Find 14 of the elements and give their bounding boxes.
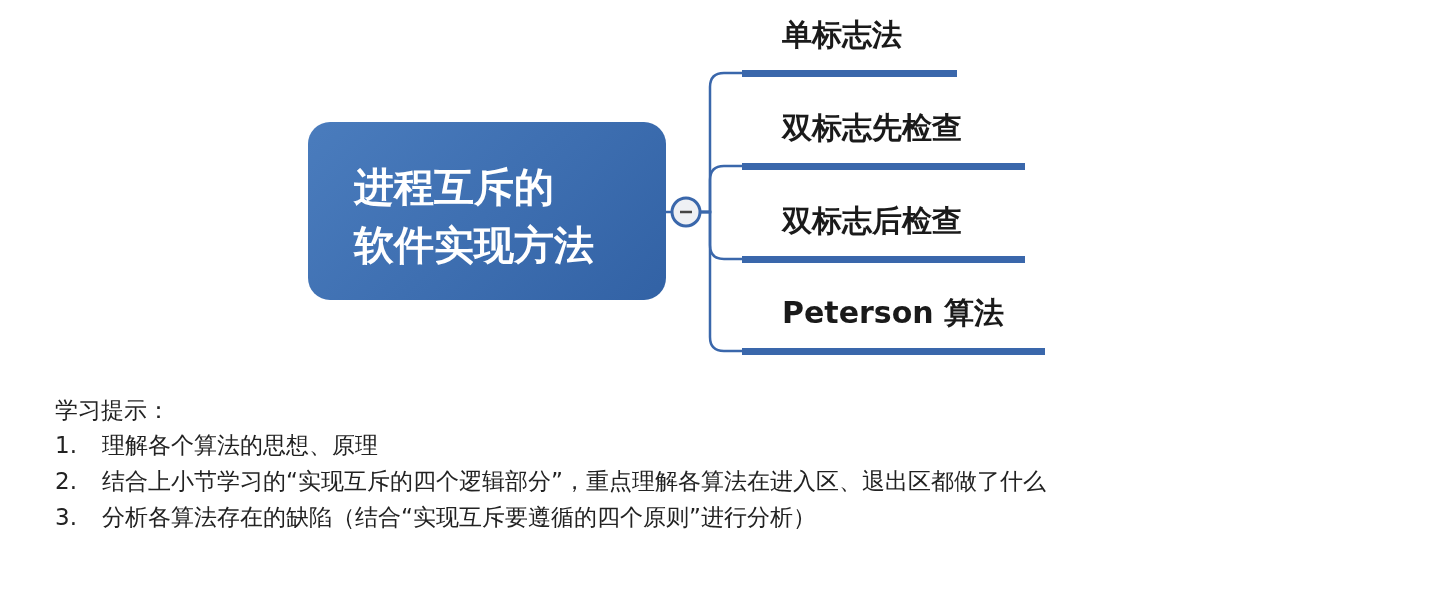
topic-text: Peterson 算法 [782,294,1005,332]
list-number: 2. [55,467,77,496]
list-number: 3. [55,503,77,532]
collapse-icon [670,196,702,228]
topic-text: 单标志法 [782,16,902,54]
tip-text: 理解各个算法的思想、原理 [102,431,378,460]
tips-heading: 学习提示： [55,396,170,425]
topic-text: 双标志先检查 [782,109,962,147]
list-number: 1. [55,431,77,460]
central-topic-box: 进程互斥的软件实现方法 [308,122,666,300]
tip-text: 分析各算法存在的缺陷（结合“实现互斥要遵循的四个原则”进行分析） [102,503,816,532]
topic-text: 双标志后检查 [782,202,962,240]
tip-text: 结合上小节学习的“实现互斥的四个逻辑部分”，重点理解各算法在进入区、退出区都做了什么 [102,467,1046,496]
connector-line [700,71,742,214]
